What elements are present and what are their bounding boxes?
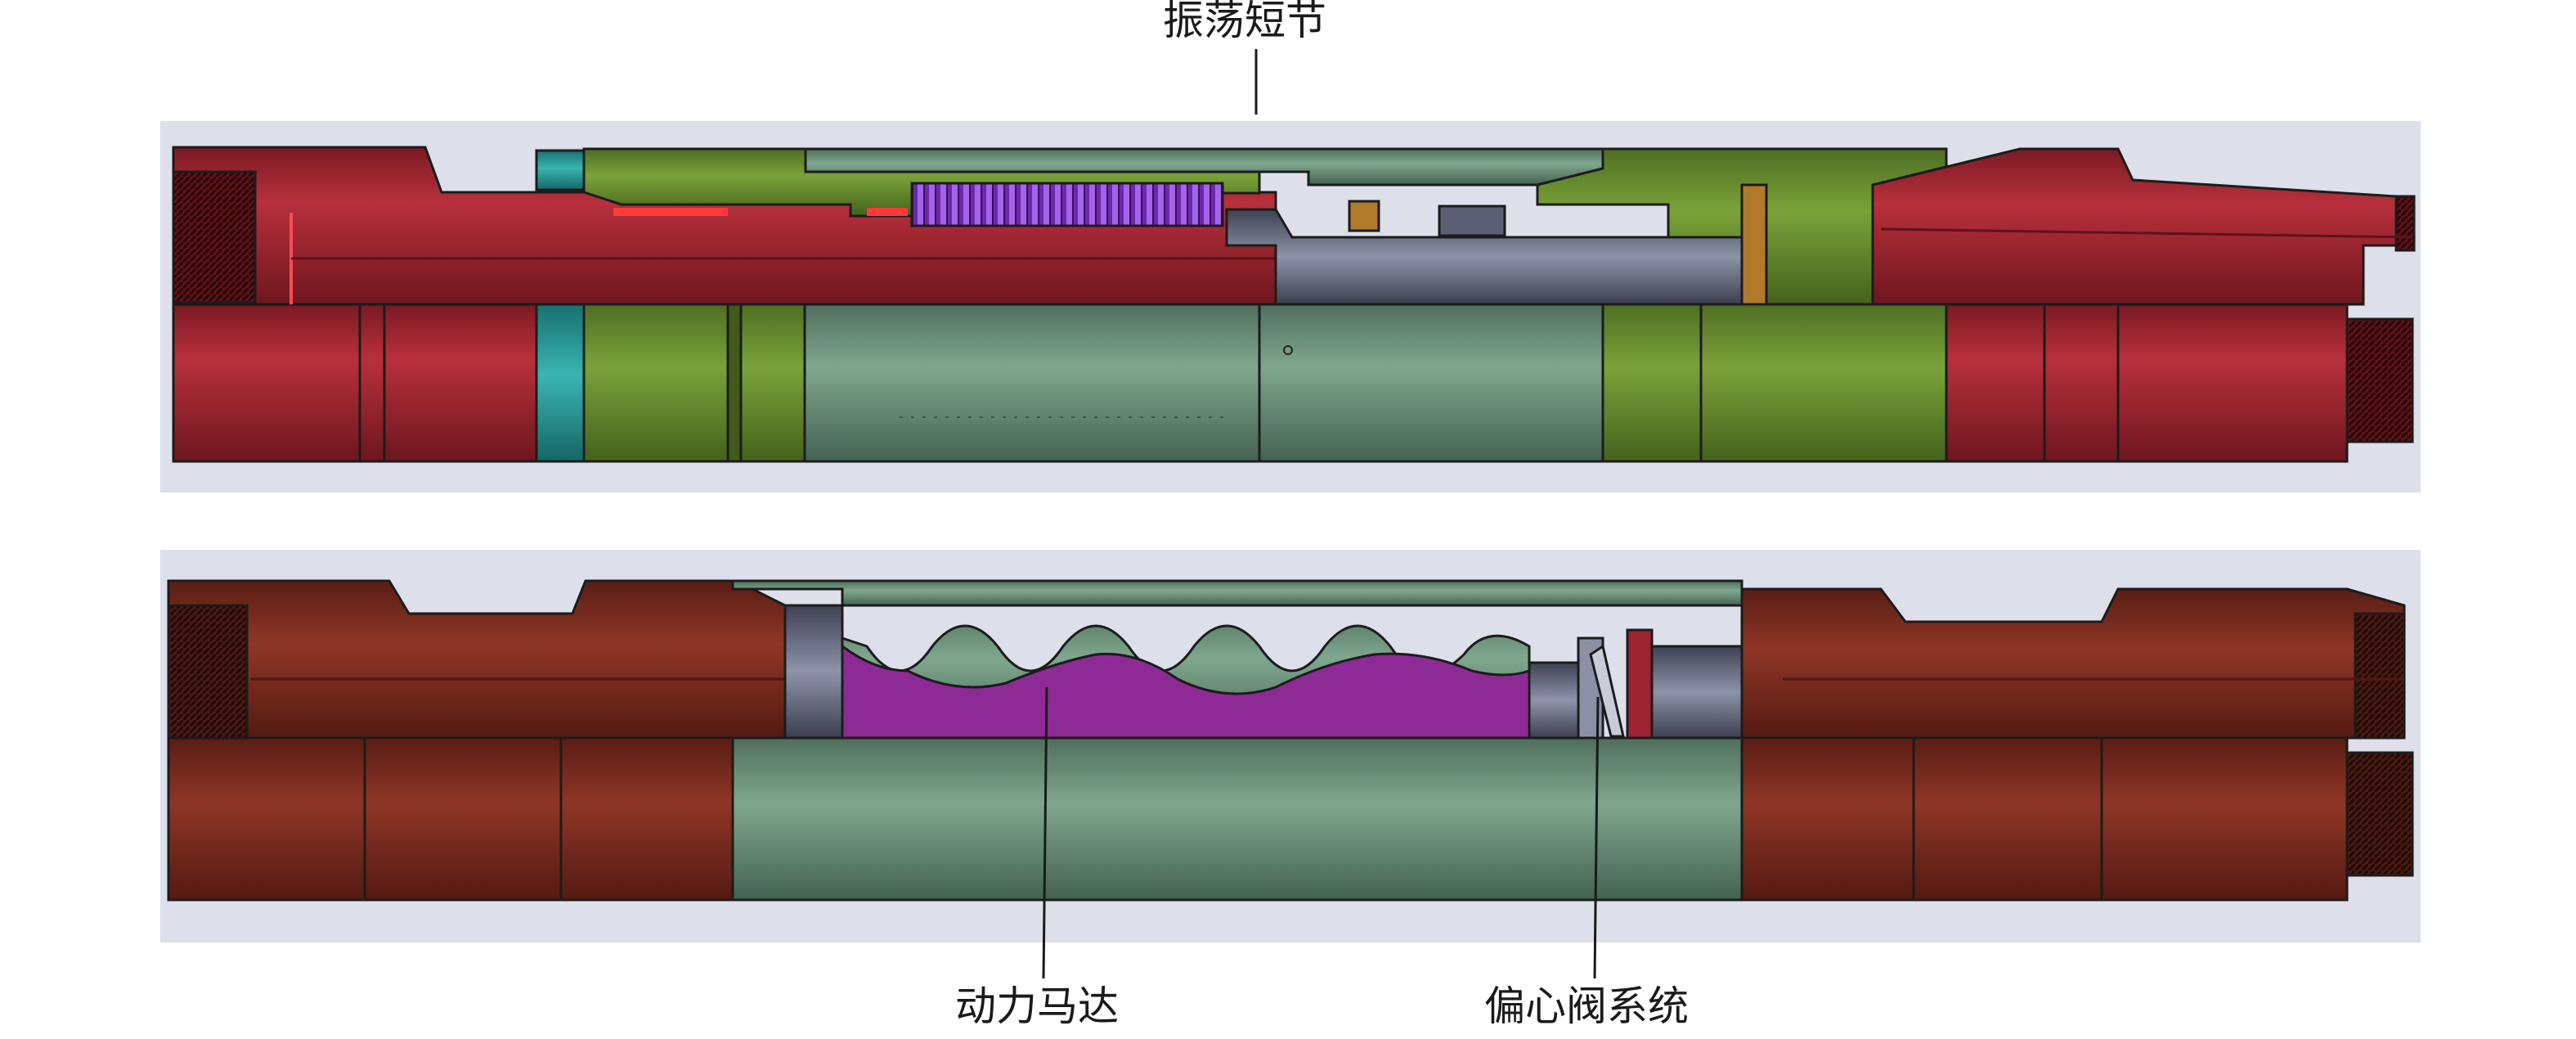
valve-system-leader-line	[1593, 696, 1600, 979]
eccentric-valve	[1589, 644, 1625, 738]
top-exterior-half	[172, 303, 2414, 463]
oscillation-sub-assembly	[160, 49, 2421, 493]
top-section-half	[172, 146, 2416, 306]
power-section-assembly	[160, 550, 2421, 979]
eccentric-valve-system-label: 偏心阀系统	[1484, 983, 1689, 1030]
teal-collar	[535, 303, 586, 463]
box-thread	[172, 170, 257, 304]
bottom-exterior-half	[167, 736, 2414, 902]
oscillation-sub-label: 振荡短节	[1163, 0, 1326, 44]
spring-coil	[910, 182, 1224, 227]
bronze-bearing-left	[1348, 200, 1380, 232]
bottom-section-half	[167, 579, 2406, 740]
rotor	[841, 644, 1531, 740]
power-motor-leader-line	[1042, 686, 1048, 979]
pin-thread	[2345, 317, 2414, 443]
power-motor-label: 动力马达	[955, 983, 1119, 1030]
stator-housing	[731, 736, 1744, 902]
